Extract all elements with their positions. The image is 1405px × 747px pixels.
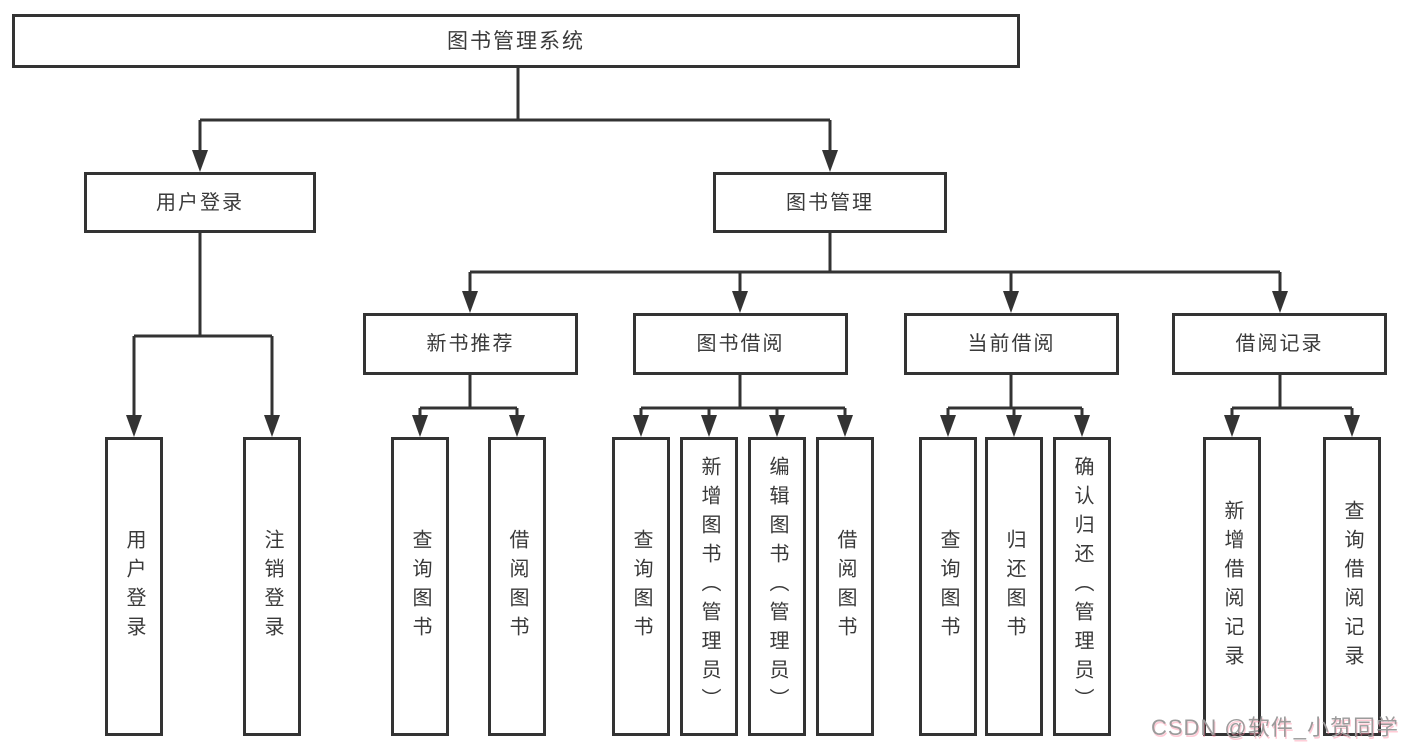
leaf-add-books-admin: 新增图书（管理员） — [680, 437, 738, 736]
leaf-label: 查询图书 — [630, 528, 652, 645]
node-borrowing-records-label: 借阅记录 — [1235, 333, 1324, 355]
node-current-borrowing: 当前借阅 — [904, 313, 1119, 375]
leaf-borrow-books-borrowing: 借阅图书 — [816, 437, 874, 736]
leaf-confirm-return-admin: 确认归还（管理员） — [1053, 437, 1111, 736]
leaf-label: 确认归还（管理员） — [1071, 456, 1093, 717]
leaf-query-borrow-record: 查询借阅记录 — [1323, 437, 1381, 736]
node-book-borrowing: 图书借阅 — [633, 313, 848, 375]
node-root-label: 图书管理系统 — [447, 29, 585, 53]
node-book-management-label: 图书管理 — [786, 191, 874, 214]
leaf-logout-label: 注销登录 — [261, 528, 283, 645]
node-borrowing-records: 借阅记录 — [1172, 313, 1387, 375]
leaf-query-books-borrowing: 查询图书 — [612, 437, 670, 736]
node-user-login-label: 用户登录 — [156, 191, 244, 214]
leaf-label: 借阅图书 — [506, 528, 528, 645]
leaf-label: 新增图书（管理员） — [698, 456, 720, 717]
leaf-label: 查询图书 — [409, 528, 431, 645]
node-book-management: 图书管理 — [713, 172, 947, 233]
leaf-label: 查询借阅记录 — [1341, 499, 1363, 674]
leaf-label: 归还图书 — [1003, 528, 1025, 645]
node-new-book-recommend: 新书推荐 — [363, 313, 578, 375]
arrowheads — [126, 150, 1360, 437]
leaf-logout: 注销登录 — [243, 437, 301, 736]
leaf-label: 新增借阅记录 — [1221, 499, 1243, 674]
node-current-borrowing-label: 当前借阅 — [967, 333, 1056, 355]
leaf-edit-books-admin: 编辑图书（管理员） — [748, 437, 806, 736]
node-book-borrowing-label: 图书借阅 — [696, 333, 785, 355]
node-user-login: 用户登录 — [84, 172, 316, 233]
node-new-book-recommend-label: 新书推荐 — [426, 333, 515, 355]
leaf-query-books-recommend: 查询图书 — [391, 437, 449, 736]
leaf-label: 查询图书 — [937, 528, 959, 645]
leaf-user-login: 用户登录 — [105, 437, 163, 736]
leaf-add-borrow-record: 新增借阅记录 — [1203, 437, 1261, 736]
node-root-system: 图书管理系统 — [12, 14, 1020, 68]
leaf-query-books-current: 查询图书 — [919, 437, 977, 736]
leaf-borrow-books-recommend: 借阅图书 — [488, 437, 546, 736]
leaf-return-books: 归还图书 — [985, 437, 1043, 736]
csdn-watermark: CSDN @软件_小贺同学 — [1150, 715, 1399, 740]
leaf-label: 借阅图书 — [834, 528, 856, 645]
leaf-label: 编辑图书（管理员） — [766, 456, 788, 717]
leaf-user-login-label: 用户登录 — [123, 528, 145, 645]
